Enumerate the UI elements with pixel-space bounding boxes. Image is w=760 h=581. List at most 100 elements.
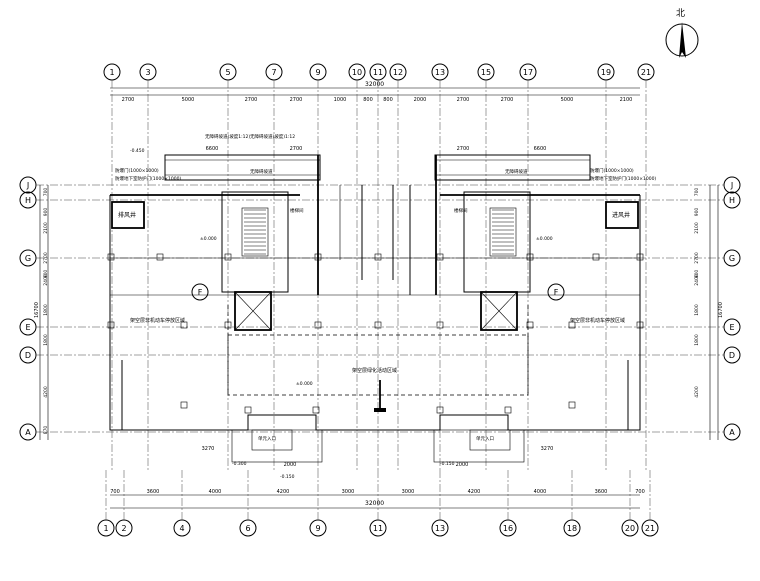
- axis-top-7: 7: [265, 63, 283, 81]
- column-12: [314, 321, 322, 329]
- bottom-dim-1: 3600: [147, 489, 160, 495]
- column-2: [224, 253, 232, 261]
- right-dim-6: 1800: [694, 304, 700, 316]
- axis-left-F-label: F: [198, 288, 203, 297]
- svg-text:无障碍坡道(坡度)1:12: 无障碍坡道(坡度)1:12: [250, 133, 295, 140]
- bottom-dim-7: 4000: [534, 489, 547, 495]
- axis-right-J: J: [723, 176, 741, 194]
- axis-bottom-18-label: 18: [567, 524, 577, 533]
- column-6: [526, 253, 534, 261]
- axis-left-G-label: G: [25, 254, 31, 263]
- left-area-label: 架空层非机动车停放区域: [130, 317, 185, 324]
- axis-top-12: 12: [389, 63, 407, 81]
- axis-top-10-label: 10: [352, 68, 362, 77]
- axis-bottom-20-label: 20: [625, 524, 635, 533]
- svg-text:防爆地下室防护门(1000×1000): 防爆地下室防护门(1000×1000): [590, 175, 656, 182]
- top-dim-6: 800: [383, 97, 393, 103]
- axis-bottom-16: 16: [499, 519, 517, 537]
- axis-top-1-label: 1: [109, 68, 114, 77]
- axis-bottom-11-label: 11: [373, 524, 383, 533]
- intake-shaft: 进风井: [605, 201, 639, 229]
- top-dim-9: 2700: [501, 97, 514, 103]
- left-dim-7: 1800: [43, 334, 49, 346]
- left-dim-1: 900: [43, 208, 49, 217]
- north-arrow: 北: [665, 8, 699, 58]
- svg-text:单元入口: 单元入口: [476, 435, 494, 442]
- left-dim-9: 870: [43, 426, 49, 435]
- right-dim-8: 4200: [694, 386, 700, 398]
- column-4: [374, 253, 382, 261]
- axis-top-13: 13: [431, 63, 449, 81]
- svg-text:±0.000: ±0.000: [536, 236, 553, 242]
- axis-top-10: 10: [348, 63, 366, 81]
- left-entrance: 单元入口: [231, 429, 323, 463]
- axis-right-D-label: D: [729, 351, 735, 360]
- bottom-dim-9: 700: [635, 489, 645, 495]
- column-14: [436, 321, 444, 329]
- bottom-inner-dim-3: 3270: [541, 446, 554, 452]
- axis-top-12-label: 12: [393, 68, 403, 77]
- top-inner-dim-3: 6600: [534, 146, 547, 152]
- left-dim-8: 4200: [43, 386, 49, 398]
- axis-right-E-label: E: [729, 323, 734, 332]
- axis-bottom-9: 9: [309, 519, 327, 537]
- svg-text:楼梯间: 楼梯间: [290, 207, 304, 214]
- top-dim-7: 2000: [414, 97, 427, 103]
- axis-top-17-label: 17: [523, 68, 533, 77]
- intake-shaft-label: 进风井: [612, 211, 630, 219]
- column-10: [180, 321, 188, 329]
- axis-top-11-label: 11: [373, 68, 383, 77]
- axis-bottom-16-label: 16: [503, 524, 513, 533]
- svg-text:防爆门(1000×1000): 防爆门(1000×1000): [115, 167, 159, 174]
- axis-right-H-label: H: [729, 196, 735, 205]
- axis-bottom-13: 13: [431, 519, 449, 537]
- grid-lines: [36, 80, 724, 520]
- axis-inner-F: F: [547, 283, 565, 301]
- top-inner-dim-2: 2700: [457, 146, 470, 152]
- right-canopy: 无障碍坡道: [434, 154, 591, 181]
- axis-top-15: 15: [477, 63, 495, 81]
- left-core: 楼梯间: [221, 191, 304, 331]
- axis-bottom-11: 11: [369, 519, 387, 537]
- axis-top-15-label: 15: [481, 68, 491, 77]
- column-3: [314, 253, 322, 261]
- axis-bottom-2-label: 2: [121, 524, 126, 533]
- top-dim-3: 2700: [290, 97, 303, 103]
- top-dim-10: 5000: [561, 97, 574, 103]
- column-8: [636, 253, 644, 261]
- axis-bottom-6: 6: [239, 519, 257, 537]
- axis-left-J: J: [19, 176, 37, 194]
- axis-bottom-1-label: 1: [103, 524, 108, 533]
- left-dim-6: 1800: [43, 304, 49, 316]
- axis-top-21-label: 21: [641, 68, 651, 77]
- left-dim-2: 2100: [43, 222, 49, 234]
- svg-text:±0.000: ±0.000: [296, 381, 313, 387]
- top-overall-dim: 32000: [365, 81, 384, 88]
- bottom-inner-dim-1: 2000: [284, 462, 297, 468]
- svg-text:防爆门(1000×1000): 防爆门(1000×1000): [590, 167, 634, 174]
- axis-bottom-21: 21: [641, 519, 659, 537]
- column-22: [180, 401, 188, 409]
- bottom-dim-2: 4000: [209, 489, 222, 495]
- svg-text:楼梯间: 楼梯间: [454, 207, 468, 214]
- axis-right-E: E: [723, 318, 741, 336]
- axis-bottom-21-label: 21: [645, 524, 655, 533]
- column-0: [107, 253, 115, 261]
- axis-left-D: D: [19, 346, 37, 364]
- top-dim-0: 2700: [122, 97, 135, 103]
- axis-bottom-1: 1: [97, 519, 115, 537]
- exhaust-shaft-label: 排风井: [118, 211, 136, 219]
- left-canopy: 无障碍坡道(坡度1:12) 无障碍坡道(坡度)1:12 无障碍坡道: [164, 133, 321, 181]
- top-dim-1: 5000: [182, 97, 195, 103]
- top-inner-dim-1: 2700: [290, 146, 303, 152]
- axis-left-J-label: J: [26, 181, 29, 190]
- bottom-dim-4: 3000: [342, 489, 355, 495]
- axis-top-3: 3: [139, 63, 157, 81]
- bottom-dim-8: 3600: [595, 489, 608, 495]
- axis-top-1: 1: [103, 63, 121, 81]
- axis-left-G: G: [19, 249, 37, 267]
